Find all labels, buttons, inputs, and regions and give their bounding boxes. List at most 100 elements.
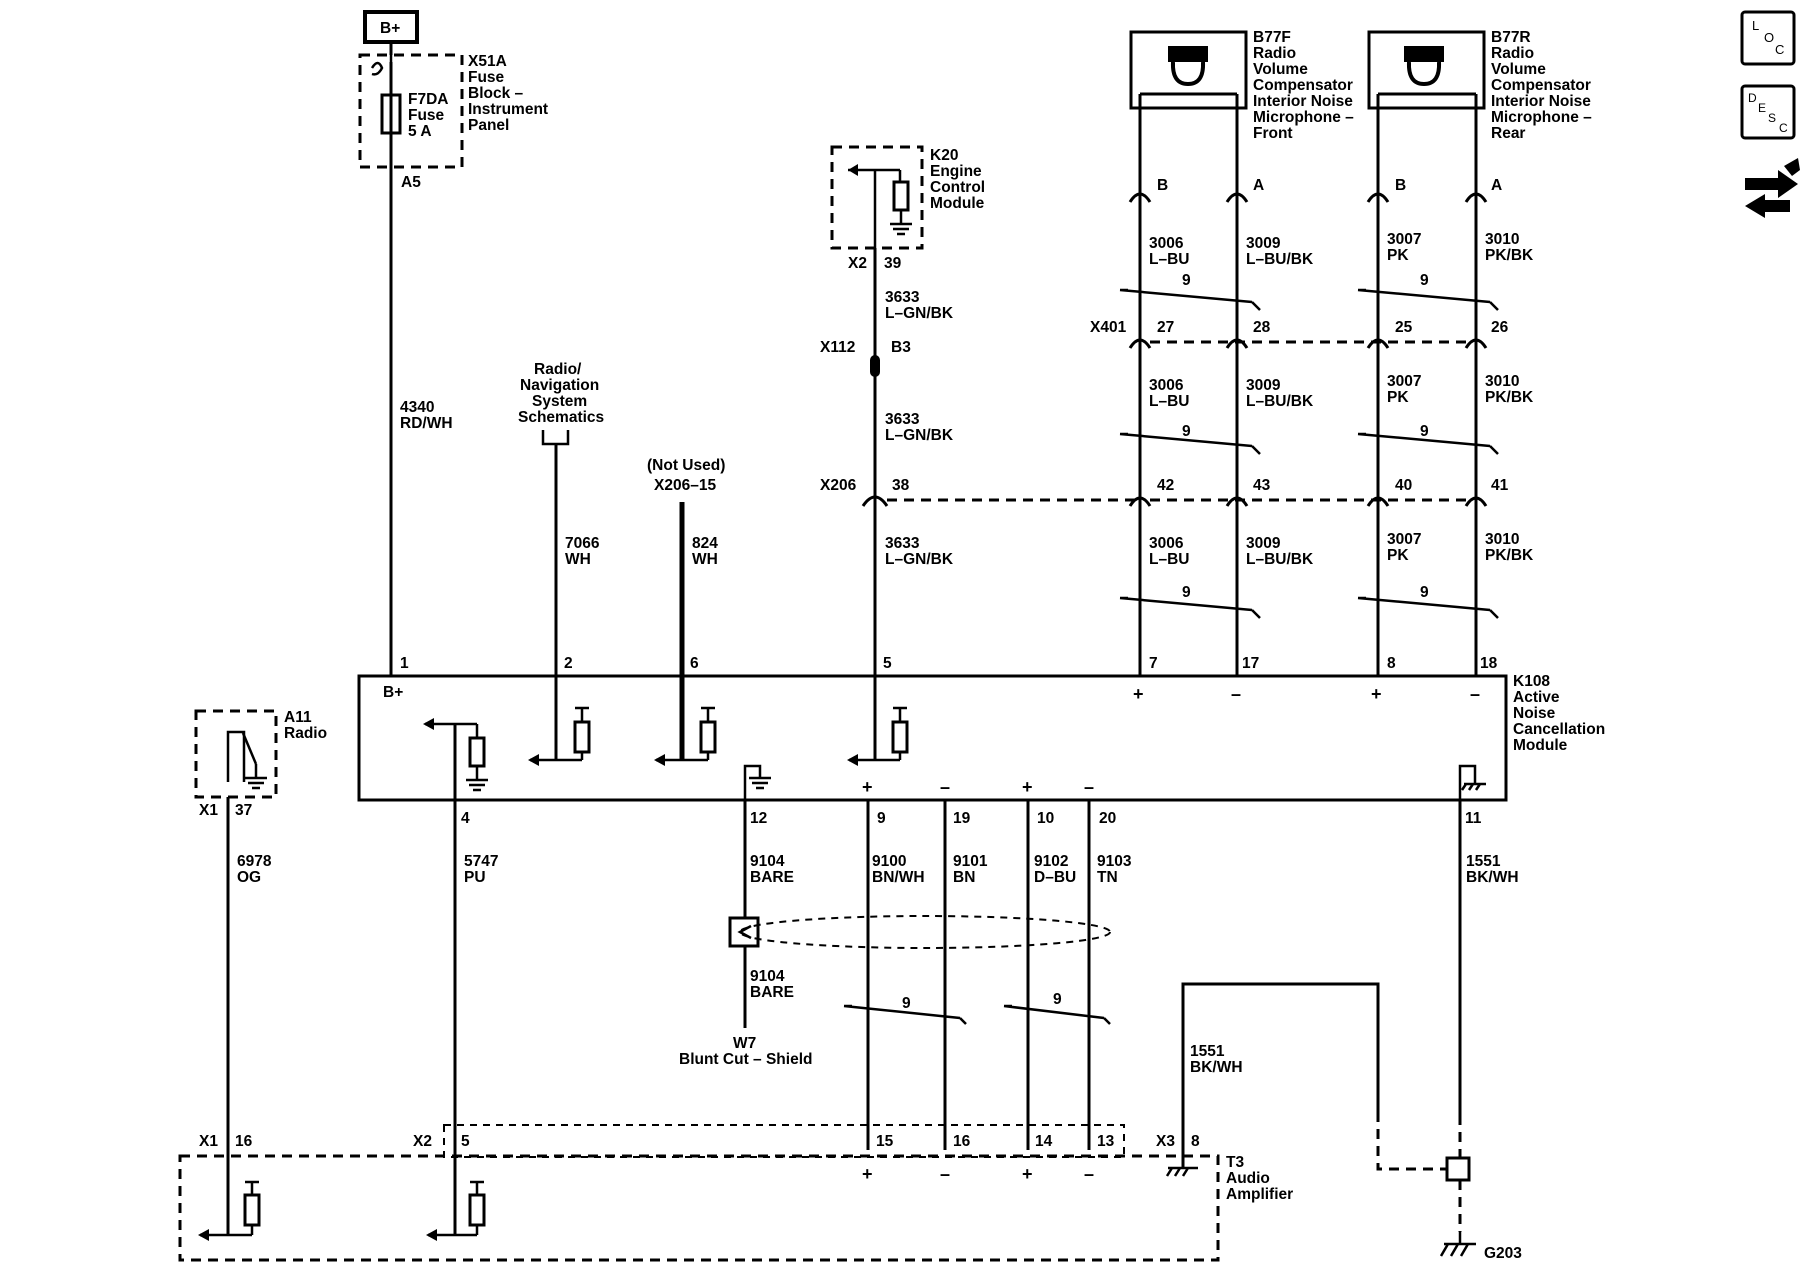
anc-pin: 9 xyxy=(877,810,886,827)
polarity-sign: + xyxy=(1371,684,1382,704)
fuse-ref: F7DA xyxy=(408,91,448,108)
wire-circuit: 6978 xyxy=(237,853,272,870)
desc-icon-letter: D xyxy=(1748,91,1757,105)
anc-pin: 4 xyxy=(461,810,470,827)
wire-circuit: 1551 xyxy=(1190,1043,1225,1060)
anc-pin: 11 xyxy=(1465,810,1482,827)
fuse-rating: 5 A xyxy=(408,123,432,140)
anc-pin: 5 xyxy=(883,655,892,672)
radio-ref: A11 xyxy=(284,709,312,726)
x401-ref: X401 xyxy=(1090,319,1127,336)
wire-circuit: 3006 xyxy=(1149,377,1184,394)
wire-color: WH xyxy=(565,551,591,568)
amp-name: Amplifier xyxy=(1226,1186,1293,1203)
x401-pin: 28 xyxy=(1253,319,1271,336)
twist-label: 9 xyxy=(1420,584,1429,601)
twisted-pair-icon xyxy=(1357,596,1499,619)
amp-pin: 16 xyxy=(953,1133,971,1150)
twisted-pair-icon xyxy=(1119,596,1261,619)
ground-splice-icon xyxy=(1445,1156,1471,1182)
x206-pin: 40 xyxy=(1395,477,1412,494)
anc-name: Module xyxy=(1513,737,1568,754)
twist-label: 9 xyxy=(1182,584,1191,601)
twisted-pair-icon xyxy=(843,1004,967,1025)
polarity-sign: – xyxy=(1231,684,1241,704)
polarity-sign: – xyxy=(940,777,950,797)
wire-circuit: 5747 xyxy=(464,853,498,870)
wire-circuit: 3009 xyxy=(1246,235,1281,252)
chassis-ground-icon xyxy=(1439,1242,1476,1257)
wire-circuit: 3633 xyxy=(885,411,920,428)
wire-circuit: 7066 xyxy=(565,535,600,552)
mic-front-ref: B77F xyxy=(1253,29,1291,46)
wire-color: BARE xyxy=(750,984,794,1001)
wire-color: PK xyxy=(1387,247,1409,264)
mic-front-name: Compensator xyxy=(1253,77,1353,94)
shield-ref: W7 xyxy=(733,1035,756,1052)
fuse-block-name: Instrument xyxy=(468,101,548,118)
ground-icon xyxy=(466,778,488,792)
radio-pin: 37 xyxy=(235,802,252,819)
anc-pin: 1 xyxy=(400,655,409,672)
wire-circuit: 3009 xyxy=(1246,377,1281,394)
anc-module-box xyxy=(357,674,1508,802)
wire-color: L–BU/BK xyxy=(1246,393,1314,410)
chassis-ground-icon xyxy=(1460,782,1486,791)
anc-pin: 7 xyxy=(1149,655,1158,672)
ecm-ref: K20 xyxy=(930,147,958,164)
amp-x2: X2 xyxy=(413,1133,432,1150)
anc-pin: 10 xyxy=(1037,810,1054,827)
anc-pin: 6 xyxy=(690,655,699,672)
wire-circuit: 9102 xyxy=(1034,853,1068,870)
desc-icon-letter: E xyxy=(1758,101,1766,115)
battery-power-label: B+ xyxy=(363,10,419,44)
mic-pin: B xyxy=(1395,177,1406,194)
ecm-connector: X2 xyxy=(848,255,867,272)
wire-color: BK/WH xyxy=(1466,869,1519,886)
mic-front-name: Microphone – xyxy=(1253,109,1354,126)
anc-pin: 2 xyxy=(564,655,573,672)
ecm-name: Engine xyxy=(930,163,982,180)
wire-color: BK/WH xyxy=(1190,1059,1243,1076)
nav-ref-label: Schematics xyxy=(518,409,604,426)
connector-icon xyxy=(1128,496,1488,507)
wire-circuit: 3007 xyxy=(1387,373,1421,390)
ecm-name: Control xyxy=(930,179,985,196)
wire-circuit: 1551 xyxy=(1466,853,1501,870)
not-used-label: (Not Used) xyxy=(647,457,725,474)
amplifier-x2-outline xyxy=(443,1124,1125,1158)
wire-circuit: 9101 xyxy=(953,853,988,870)
amp-x3: X3 xyxy=(1156,1133,1175,1150)
x206-15-label: X206–15 xyxy=(654,477,716,494)
x206-pin: 41 xyxy=(1491,477,1509,494)
connector-info-icon[interactable] xyxy=(1745,158,1800,218)
wire-color: BARE xyxy=(750,869,794,886)
mic-front-name: Volume xyxy=(1253,61,1308,78)
polarity-sign: – xyxy=(1084,1164,1094,1184)
anc-name: Cancellation xyxy=(1513,721,1605,738)
amp-pin: 13 xyxy=(1097,1133,1115,1150)
x112-ref: X112 xyxy=(820,339,855,356)
mic-rear-name: Compensator xyxy=(1491,77,1591,94)
wire-color: TN xyxy=(1097,869,1118,886)
ecm-resistor-icon xyxy=(892,180,910,212)
amp-pin: 5 xyxy=(461,1133,470,1150)
ecm-name: Module xyxy=(930,195,985,212)
mic-pin: A xyxy=(1491,177,1502,194)
loc-icon[interactable]: L O C xyxy=(1740,10,1796,66)
wire-color: L–BU xyxy=(1149,551,1189,568)
shield-drain-icon xyxy=(728,916,760,948)
anc-pin: 17 xyxy=(1242,655,1259,672)
anc-pin: 20 xyxy=(1099,810,1116,827)
twist-label: 9 xyxy=(1053,991,1062,1008)
ecm-outline xyxy=(830,145,924,250)
battery-power-text: B+ xyxy=(380,20,400,37)
inline-connector-icon xyxy=(861,495,889,507)
x112-pin: B3 xyxy=(891,339,911,356)
desc-icon[interactable]: D E S C xyxy=(1740,84,1796,140)
polarity-sign: + xyxy=(1022,1164,1033,1184)
x206-ref: X206 xyxy=(820,477,857,494)
mic-rear-name: Radio xyxy=(1491,45,1534,62)
mic-rear-name: Interior Noise xyxy=(1491,93,1591,110)
mic-rear xyxy=(1367,30,1486,110)
